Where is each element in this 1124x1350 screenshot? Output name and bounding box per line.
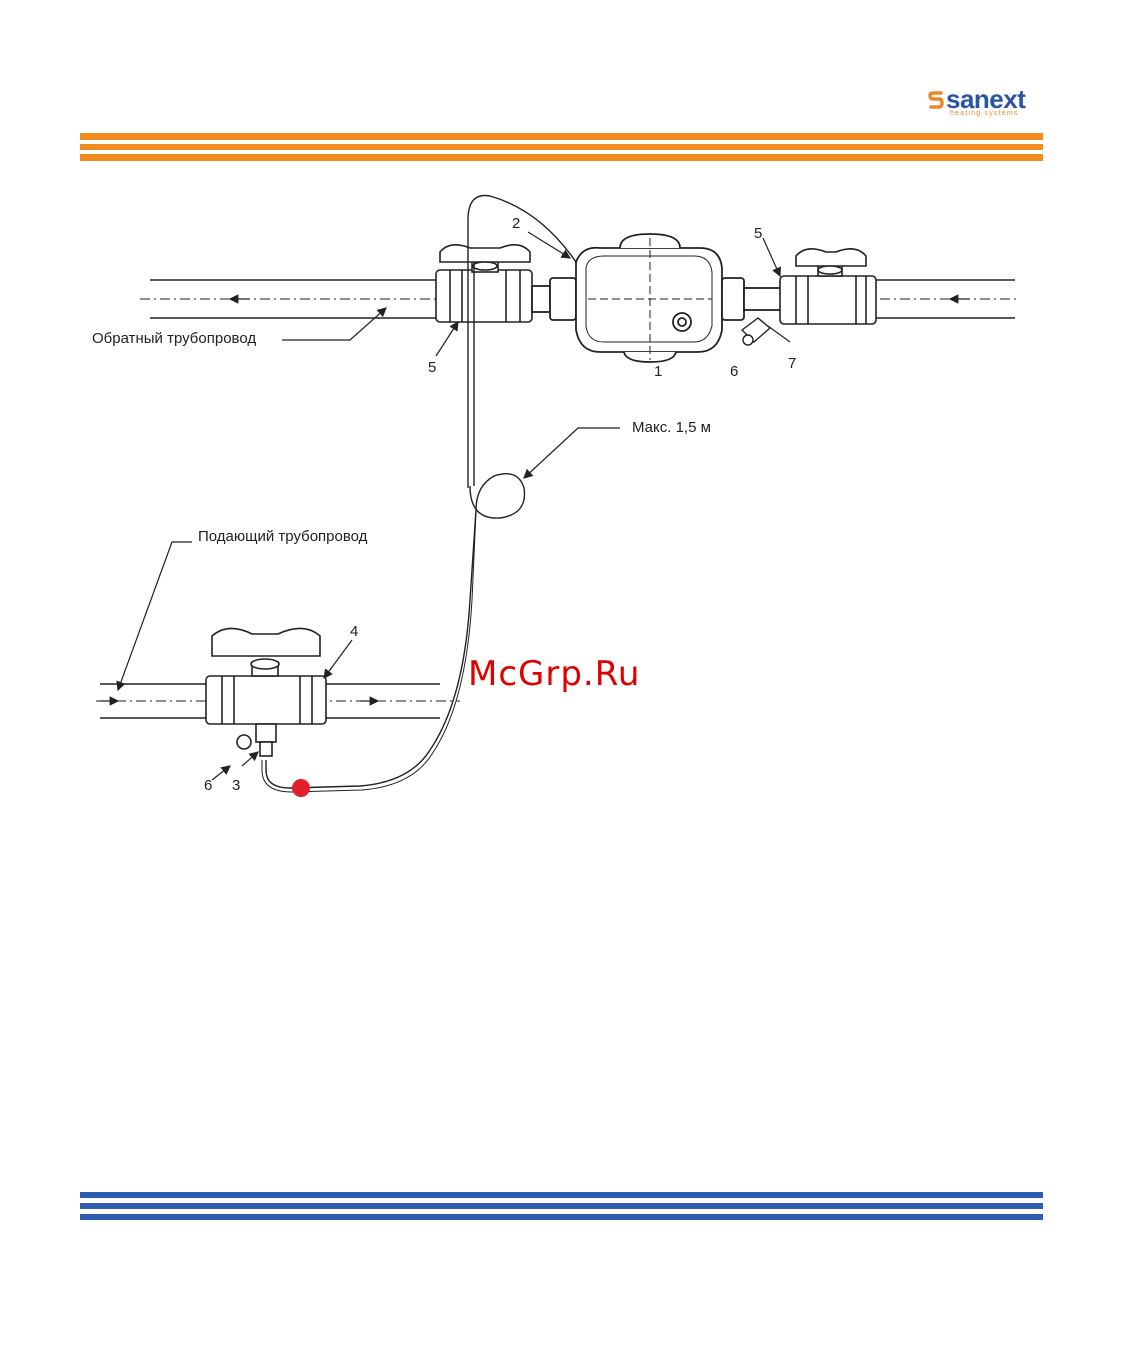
ball-valve-left xyxy=(436,245,532,322)
max-length-label: Макс. 1,5 м xyxy=(632,419,711,436)
ball-valve-right xyxy=(780,249,876,324)
footer-stripe xyxy=(80,1214,1043,1220)
callout-5-left: 5 xyxy=(428,359,436,376)
supply-pipe-label: Подающий трубопровод xyxy=(198,528,368,545)
supply-ball-valve xyxy=(206,628,326,756)
footer-stripe xyxy=(80,1203,1043,1209)
return-pipe-label: Обратный трубопровод xyxy=(92,330,256,347)
callout-2: 2 xyxy=(512,215,520,232)
connection-point xyxy=(292,779,310,797)
callout-3: 3 xyxy=(232,777,240,794)
callout-7: 7 xyxy=(788,355,796,372)
footer-stripes xyxy=(80,1192,1043,1222)
callout-4: 4 xyxy=(350,623,358,640)
sensor-pocket xyxy=(742,318,770,345)
footer-stripe xyxy=(80,1192,1043,1198)
watermark: McGrp.Ru xyxy=(468,654,640,694)
callout-1: 1 xyxy=(654,363,662,380)
callout-6-return: 6 xyxy=(730,363,738,380)
callout-5-right: 5 xyxy=(754,225,762,242)
callout-6-supply: 6 xyxy=(204,777,212,794)
